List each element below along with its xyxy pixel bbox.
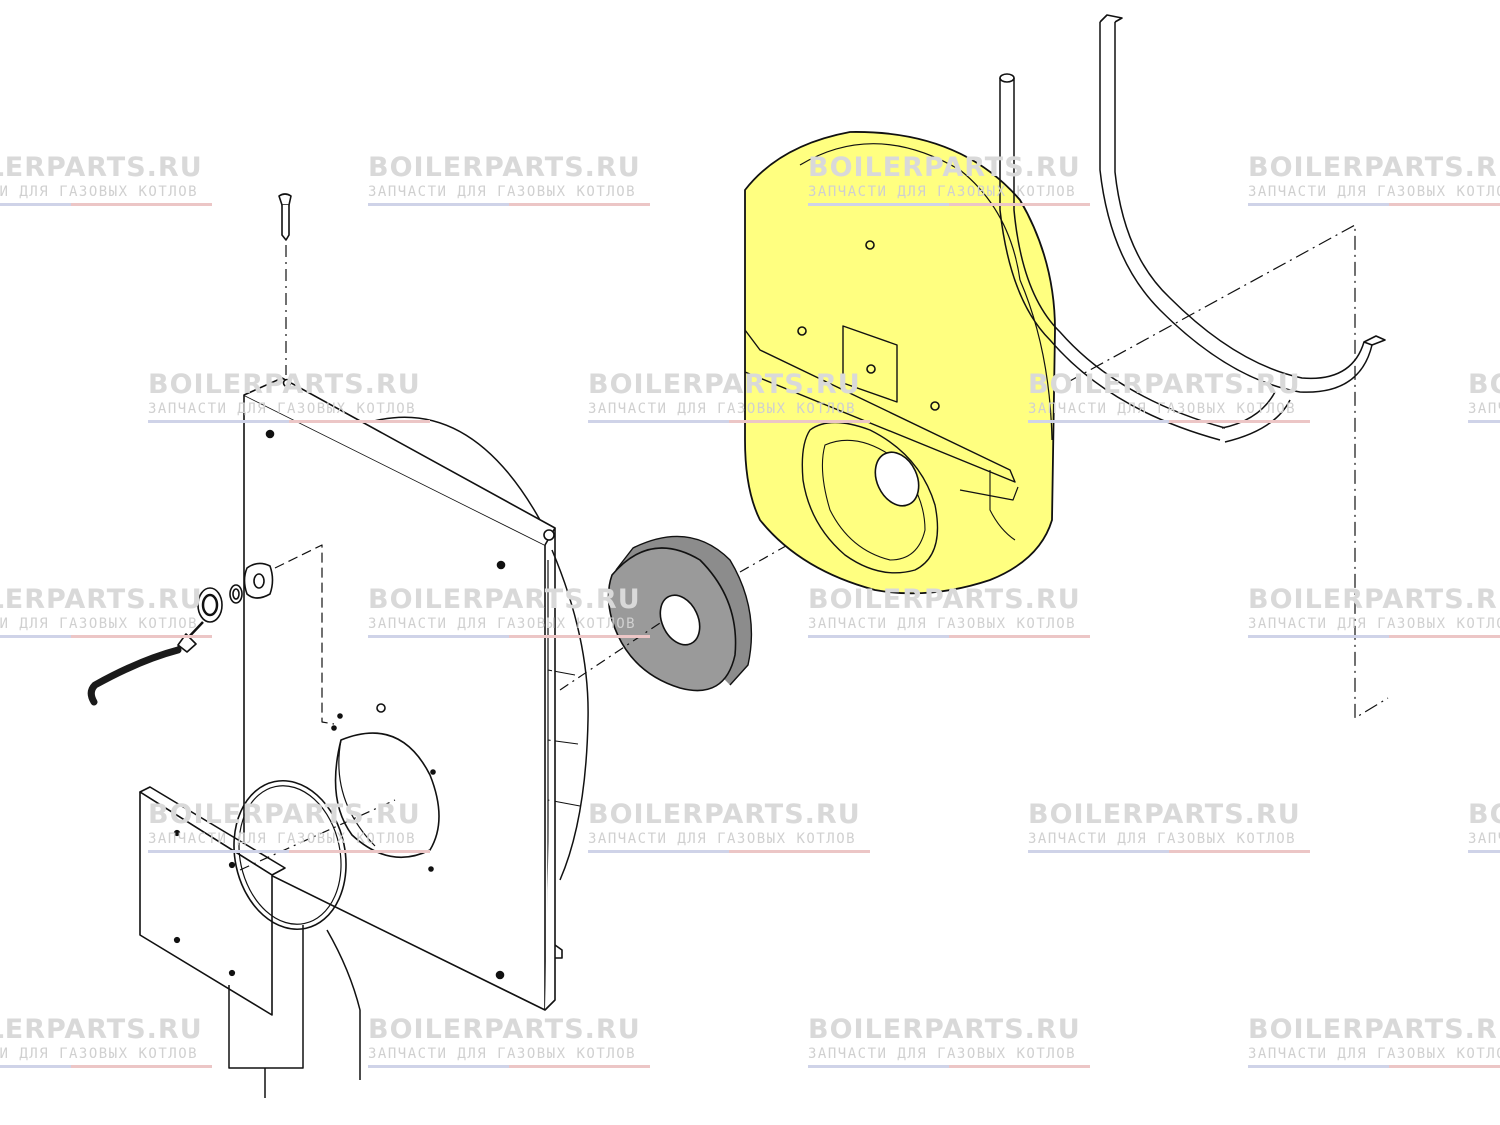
electrode-axis-line xyxy=(1067,224,1389,719)
insulation-gasket xyxy=(607,535,753,692)
insulation-block-highlighted xyxy=(744,131,1056,595)
electrode-rods xyxy=(999,14,1386,443)
front-cover-panel xyxy=(139,786,286,1016)
gasket-axis-line xyxy=(559,622,661,691)
back-plate xyxy=(243,377,589,1011)
part-leader-lines xyxy=(228,925,361,1098)
o-ring-seal xyxy=(233,779,347,931)
sensor-assembly xyxy=(87,562,274,706)
seal-axis-line xyxy=(239,799,396,871)
screw xyxy=(278,193,292,241)
